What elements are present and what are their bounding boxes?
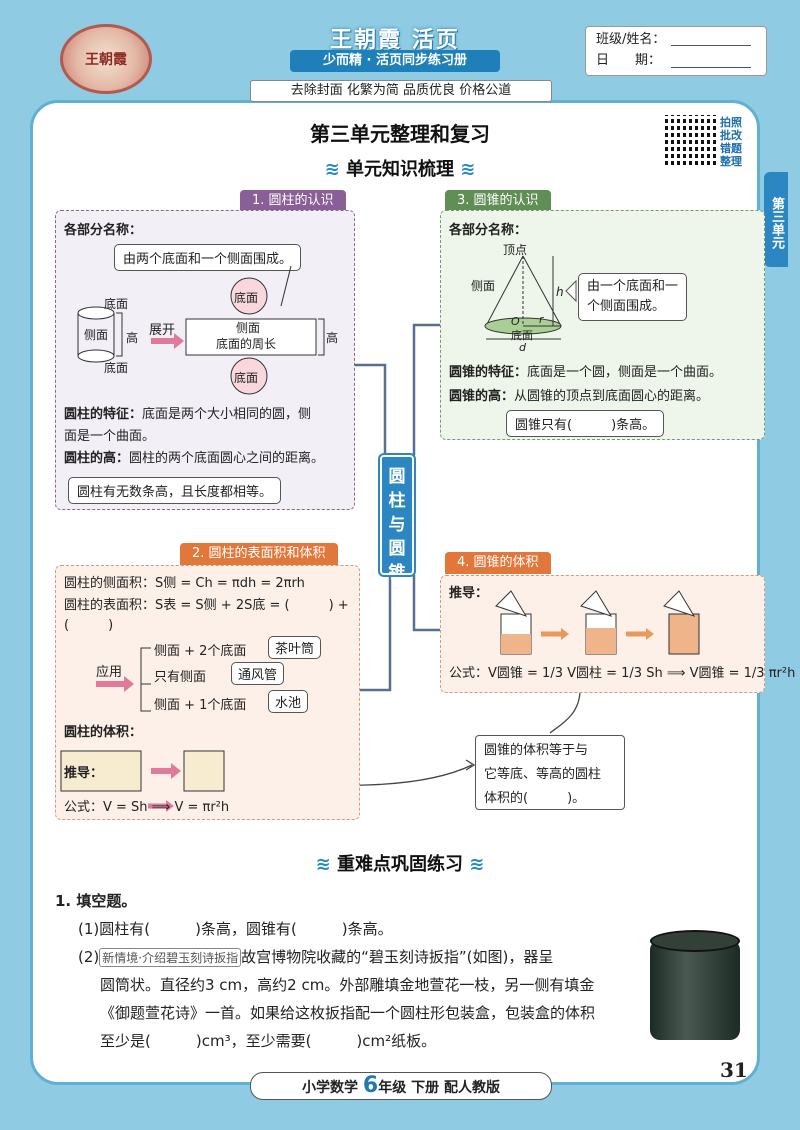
cone-composition-callout: 由一个底面和一个侧面围成。 <box>578 273 687 321</box>
footer-term: 下册 <box>411 1080 439 1096</box>
tab-cylinder-area-volume: 2. 圆柱的表面积和体积 <box>180 543 338 565</box>
cyl-base-bottom-label: 底面 <box>104 359 128 376</box>
apply-label: 应用 <box>96 661 122 680</box>
cyl-feature-text-2: 面是一个曲面。 <box>64 425 155 444</box>
cylinder-volume-label: 圆柱的体积： <box>64 721 142 740</box>
cone-volume-formula: 公式：V圆锥 = 1/3 V圆柱 = 1/3 Sh ⟹ V圆锥 = 1/3 πr… <box>449 662 795 681</box>
question-1-2-line-3: 《御题萱花诗》一首。如果给这枚扳指配一个圆柱形包装盒，包装盒的体积 <box>100 1002 595 1023</box>
center-topic-tag: 圆柱与圆锥 <box>380 455 414 575</box>
cylinder-volume-formula: 公式：V = Sh ⟹ V = πr²h <box>64 796 229 815</box>
cyl-feature-text: 底面是两个大小相同的圆，侧 <box>142 407 311 422</box>
jade-ring-top <box>650 930 740 952</box>
question-1-title: 1. 填空题。 <box>55 890 136 911</box>
cone-height-label: 圆锥的高： <box>449 389 514 404</box>
footer-grade-suffix: 年级 <box>378 1080 406 1096</box>
box-cylinder-basics: 各部分名称： 由两个底面和一个侧面围成。 底面 侧面 底面 高 展开 底面 侧面… <box>55 210 355 510</box>
cone-radius-label: r <box>539 313 544 326</box>
tab-cone-basics: 3. 圆锥的认识 <box>445 190 551 212</box>
cyl-feature-label: 圆柱的特征： <box>64 407 142 422</box>
tab-cone-volume: 4. 圆锥的体积 <box>445 552 551 574</box>
application-2: 只有侧面 <box>154 666 206 685</box>
question-1-1: (1)圆柱有( )条高，圆锥有( )条高。 <box>78 918 393 939</box>
box-cone-volume: 推导： 公式：V圆锥 = 1/3 V圆柱 = 1/3 Sh ⟹ V圆锥 = 1/… <box>440 575 765 693</box>
cone-apex-label: 顶点 <box>503 241 527 258</box>
cone-diameter-label: d <box>519 341 526 354</box>
jade-ring-image <box>650 940 740 1040</box>
circle-top-label: 底面 <box>234 289 258 306</box>
question-1-2-line-2: 圆筒状。直径约3 cm，高约2 cm。外部雕填金地萱花一枝，另一侧有填金 <box>100 974 594 995</box>
circle-bottom-label: 底面 <box>234 369 258 386</box>
cyl-height-def-label: 圆柱的高： <box>64 451 129 466</box>
cylinder-unfold-diagram <box>56 211 356 511</box>
cyl-height-def-text: 圆柱的两个底面圆心之间的距离。 <box>129 451 324 466</box>
cone-feature-text: 底面是一个圆，侧面是一个曲面。 <box>527 365 722 380</box>
footer-grade: 6 <box>363 1073 378 1098</box>
rect-perimeter-label: 底面的周长 <box>216 335 276 352</box>
cyl-height-note: 圆柱有无数条高，且长度都相等。 <box>68 477 281 504</box>
new-context-tag: 新情境·介绍碧玉刻诗扳指 <box>99 948 241 967</box>
application-3: 侧面 + 1个底面 <box>154 694 246 713</box>
footer-edition: 配人教版 <box>444 1080 500 1096</box>
question-1-2-line-1: (2)新情境·介绍碧玉刻诗扳指故宫博物院收藏的“碧玉刻诗扳指”(如图)，器呈 <box>78 946 553 967</box>
cone-feature-label: 圆锥的特征： <box>449 365 527 380</box>
box-cylinder-area-volume: 圆柱的侧面积：S侧 = Ch = πdh = 2πrh 圆柱的表面积：S表 = … <box>55 565 360 820</box>
cone-height-text: 从圆锥的顶点到底面圆心的距离。 <box>514 389 709 404</box>
page-number: 31 <box>720 1058 748 1082</box>
footer-subject: 小学数学 <box>302 1080 358 1096</box>
cone-height-note: 圆锥只有( )条高。 <box>506 410 664 437</box>
question-1-2-line-4: 至少是( )cm³，至少需要( )cm²纸板。 <box>100 1030 436 1051</box>
cyl-side-label: 侧面 <box>84 326 108 343</box>
section-title-practice: ≋ 重难点巩固练习 ≋ <box>0 850 800 876</box>
cone-volume-note: 圆锥的体积等于与 它等底、等高的圆柱 体积的( )。 <box>475 735 625 810</box>
cyl-height-label: 高 <box>126 329 138 346</box>
unfold-label: 展开 <box>149 319 175 338</box>
cyl-base-top-label: 底面 <box>104 295 128 312</box>
tab-cylinder-basics: 1. 圆柱的认识 <box>240 190 346 212</box>
cone-side-label: 侧面 <box>471 277 495 294</box>
wave-icon: ≋ <box>463 854 484 875</box>
application-3-example: 水池 <box>268 690 308 713</box>
application-1-example: 茶叶筒 <box>268 636 321 659</box>
rect-height-label: 高 <box>326 329 338 346</box>
application-2-example: 通风管 <box>231 662 284 685</box>
application-1: 侧面 + 2个底面 <box>154 640 246 659</box>
cone-h-label: h <box>556 285 564 299</box>
box-cone-basics: 各部分名称： 顶点 侧面 h O r 底面 d 由一个底面和一个侧面围成。 圆锥… <box>440 210 765 440</box>
footer-bar: 小学数学 6年级 下册 配人教版 <box>250 1072 552 1100</box>
wave-icon: ≋ <box>316 854 337 875</box>
rect-side-label: 侧面 <box>236 319 260 336</box>
cone-diagram <box>441 211 766 441</box>
cylinder-derive-label: 推导： <box>64 762 103 781</box>
